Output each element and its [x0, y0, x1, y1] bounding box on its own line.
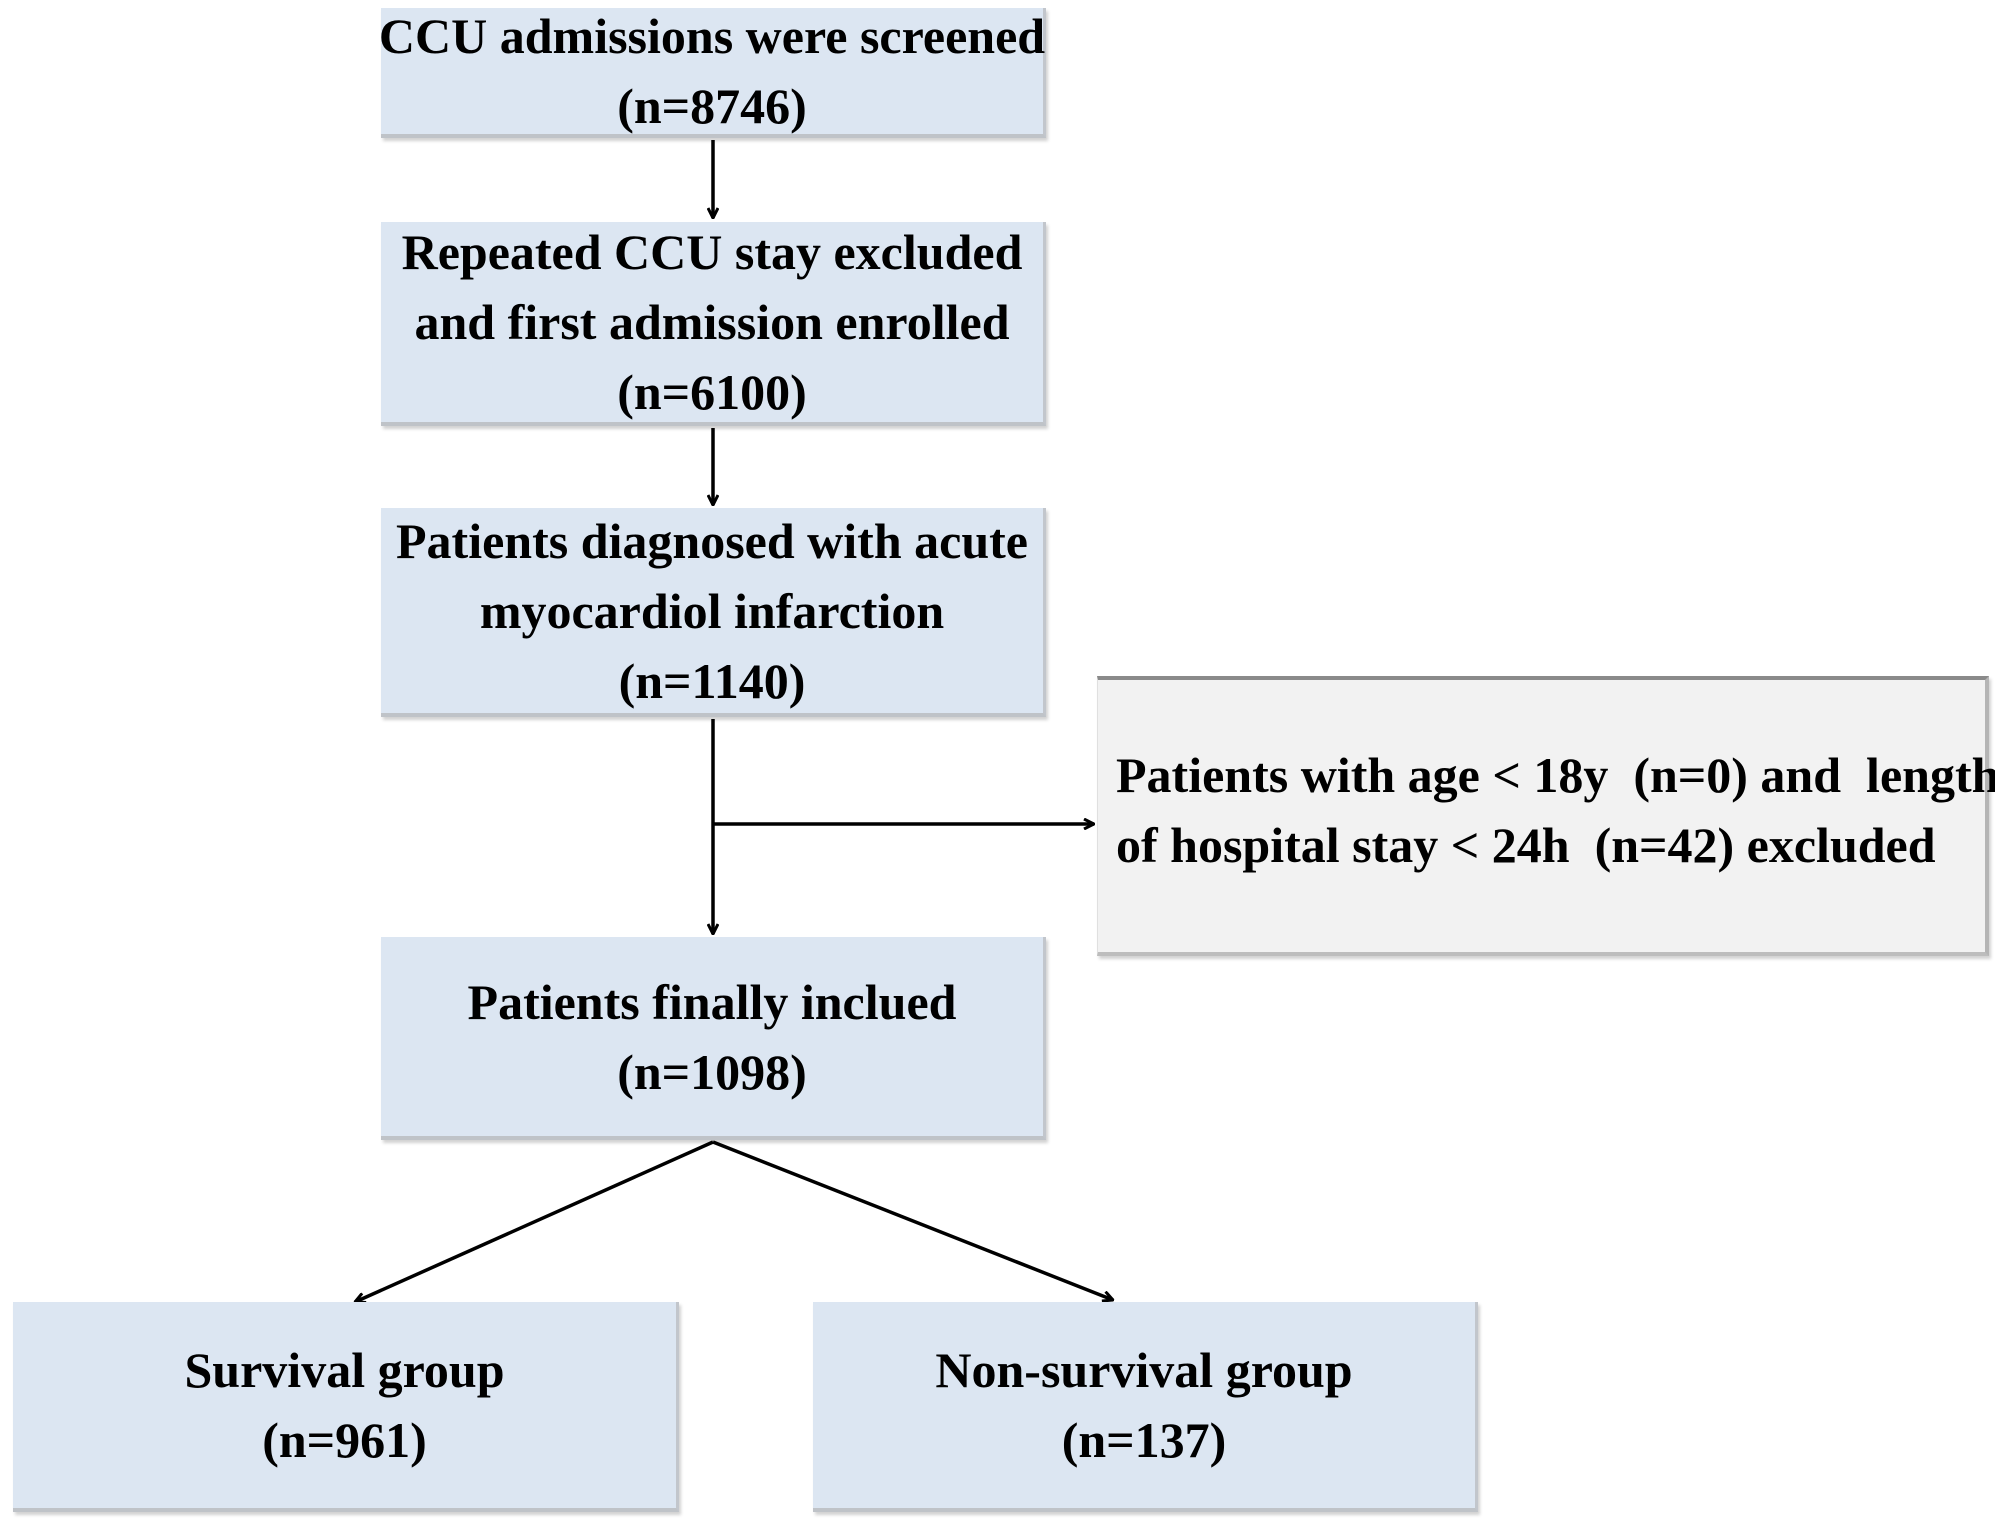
- screened-box: CCU admissions were screened (n=8746): [379, 8, 1046, 138]
- non-survival-group-box: Non-survival group (n=137): [813, 1302, 1478, 1512]
- survival-group-count: (n=961): [262, 1412, 427, 1468]
- repeated-stay-box: Repeated CCU stay excluded and first adm…: [381, 222, 1046, 426]
- non-survival-group-count: (n=137): [1061, 1412, 1227, 1468]
- repeated-stay-count: (n=6100): [617, 364, 807, 420]
- included-label: Patients finally inclued: [467, 973, 957, 1030]
- ami-count: (n=1140): [618, 652, 806, 709]
- arrow-included-to-nonsurvival: [712, 1140, 1113, 1300]
- non-survival-group-label: Non-survival group: [935, 1342, 1353, 1398]
- ami-box: Patients diagnosed with acute myocardiol…: [381, 508, 1046, 717]
- exclusion-label-line1: Patients with age < 18y (n=0) and length: [1116, 747, 1995, 803]
- repeated-stay-label-line1: Repeated CCU stay excluded: [401, 224, 1023, 280]
- survival-group-box: Survival group (n=961): [13, 1302, 679, 1512]
- included-count: (n=1098): [617, 1043, 807, 1100]
- ami-label-line2: myocardiol infarction: [479, 582, 945, 639]
- repeated-stay-label-line2: and first admission enrolled: [414, 294, 1010, 350]
- exclusion-box: Patients with age < 18y (n=0) and length…: [1097, 676, 1995, 956]
- included-box: Patients finally inclued (n=1098): [381, 937, 1046, 1140]
- survival-group-label: Survival group: [184, 1342, 505, 1398]
- arrow-included-to-survival: [355, 1140, 714, 1302]
- ami-label-line1: Patients diagnosed with acute: [396, 512, 1028, 569]
- screened-label: CCU admissions were screened: [378, 8, 1046, 64]
- screened-count: (n=8746): [617, 78, 807, 134]
- exclusion-label-line2: of hospital stay < 24h (n=42) excluded: [1116, 817, 1936, 873]
